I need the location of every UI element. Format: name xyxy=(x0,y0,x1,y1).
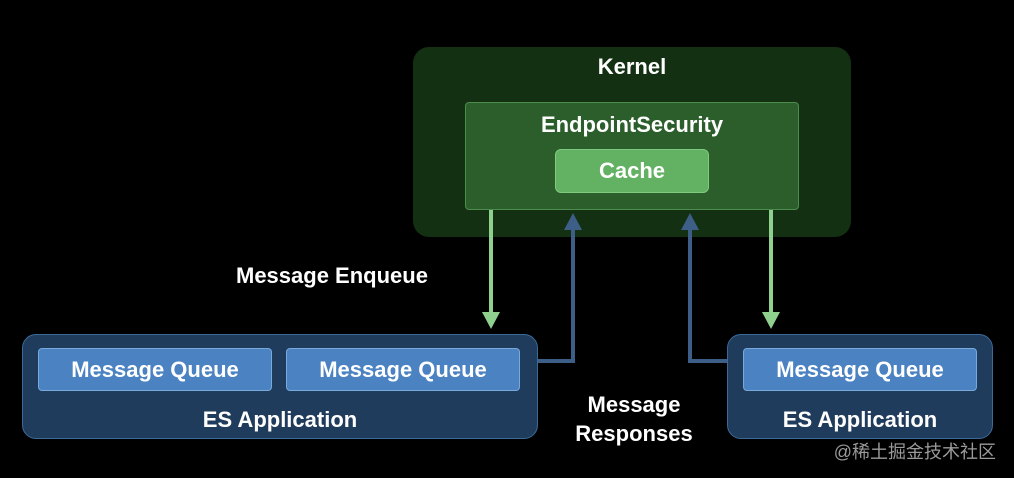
cache-box: Cache xyxy=(555,149,709,193)
message-enqueue-label: Message Enqueue xyxy=(236,263,428,288)
message-responses-label: Message Responses xyxy=(560,390,708,448)
endpoint-security-title: EndpointSecurity xyxy=(540,112,724,137)
es-application-left-label: ES Application xyxy=(202,407,358,432)
cache-label: Cache xyxy=(598,158,666,183)
message-queue-right: Message Queue xyxy=(743,348,977,391)
kernel-title: Kernel xyxy=(597,54,667,79)
message-queue-label: Message Queue xyxy=(71,356,239,382)
message-responses-line-2: Responses xyxy=(575,421,693,446)
message-queue-left-2: Message Queue xyxy=(286,348,520,391)
watermark: @稀土掘金技术社区 xyxy=(833,442,996,462)
message-queue-label: Message Queue xyxy=(319,356,487,382)
message-queue-left-1: Message Queue xyxy=(38,348,272,391)
message-responses-line-1: Message xyxy=(587,392,681,417)
message-queue-label: Message Queue xyxy=(776,356,944,382)
es-application-right-label: ES Application xyxy=(782,407,938,432)
